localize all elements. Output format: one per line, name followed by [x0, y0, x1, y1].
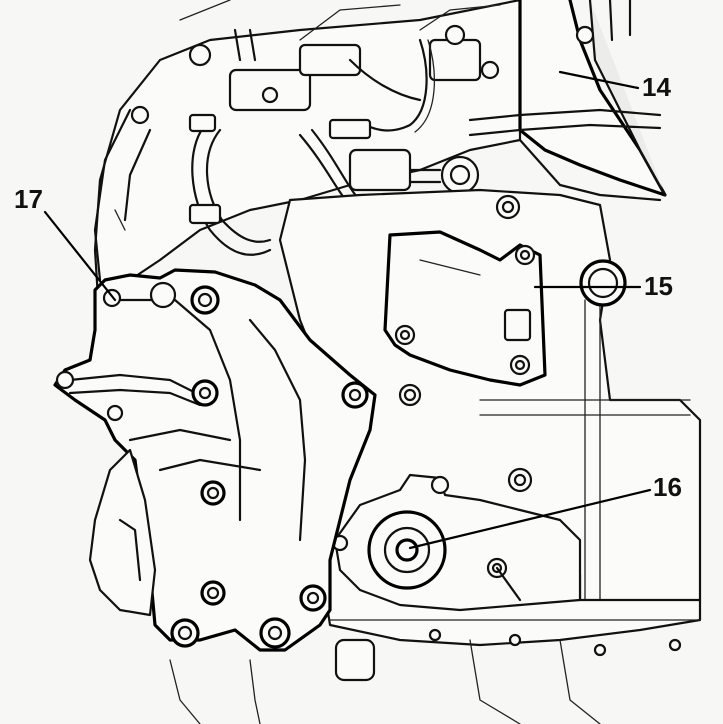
- blind-plug-15-area: [579, 259, 627, 307]
- callout-label-17: 17: [14, 184, 43, 214]
- front-cover-16: [331, 473, 582, 612]
- alternator-bracket-17: [53, 268, 377, 652]
- leader-line-14: [558, 70, 640, 90]
- cover-plate: [383, 230, 547, 387]
- callout-label-15: 15: [644, 271, 673, 301]
- callout-label-14: 14: [642, 72, 671, 102]
- callout-label-16: 16: [653, 472, 682, 502]
- heat-shield-14: [468, 0, 667, 202]
- leader-line-16: [408, 488, 652, 550]
- leader-line-17: [43, 210, 117, 302]
- upper-head-assembly: [93, 0, 522, 332]
- lower-left-housing: [88, 448, 376, 724]
- left-engine-edge: [93, 108, 152, 282]
- fuel-lines: [188, 38, 480, 256]
